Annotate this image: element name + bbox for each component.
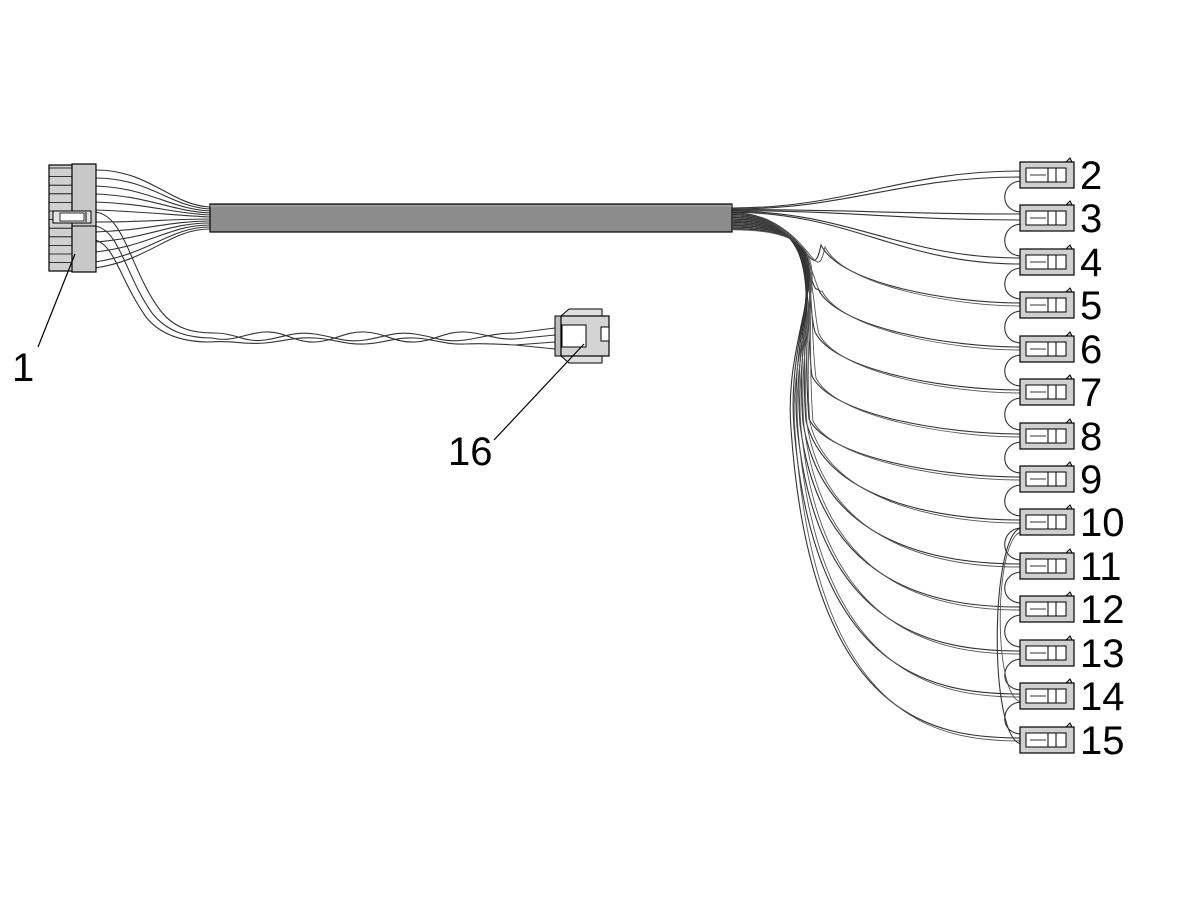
callout-5: 5 [1080, 284, 1102, 328]
connector-12 [1019, 591, 1075, 623]
callout-14: 14 [1080, 675, 1125, 719]
callout-13: 13 [1080, 632, 1125, 676]
right-connectors [1019, 157, 1075, 754]
callout-6: 6 [1080, 328, 1102, 372]
callout-9: 9 [1080, 458, 1102, 502]
connector-6 [1019, 331, 1075, 363]
connector-16 [554, 308, 610, 364]
callout-7: 7 [1080, 371, 1102, 415]
callout-15: 15 [1080, 719, 1125, 763]
callout-16: 16 [448, 430, 493, 474]
callout-12: 12 [1080, 588, 1125, 632]
fanout-wires [731, 170, 1021, 742]
callout-3: 3 [1080, 197, 1102, 241]
connector-7 [1019, 374, 1075, 406]
callout-4: 4 [1080, 241, 1102, 285]
main-connector-wires [94, 169, 211, 269]
callout-8: 8 [1080, 415, 1102, 459]
callout-2: 2 [1080, 154, 1102, 198]
connector-4 [1019, 244, 1075, 276]
cable-sleeve [209, 203, 733, 233]
connector-1 [48, 163, 97, 273]
connector-10 [1019, 504, 1075, 536]
connector-2 [1019, 157, 1075, 189]
connector-14 [1019, 678, 1075, 710]
callout-10: 10 [1080, 501, 1125, 545]
twisted-pair-wires [94, 211, 556, 350]
connector-5 [1019, 287, 1075, 319]
connector-11 [1019, 548, 1075, 580]
callout-11: 11 [1080, 545, 1122, 589]
leader-lines [37, 253, 585, 441]
connector-8 [1019, 418, 1075, 450]
connector-15 [1019, 722, 1075, 754]
callout-1: 1 [12, 346, 34, 390]
connector-3 [1019, 200, 1075, 232]
connector-loop-wires [996, 180, 1023, 745]
connector-9 [1019, 461, 1075, 493]
connector-13 [1019, 635, 1075, 667]
